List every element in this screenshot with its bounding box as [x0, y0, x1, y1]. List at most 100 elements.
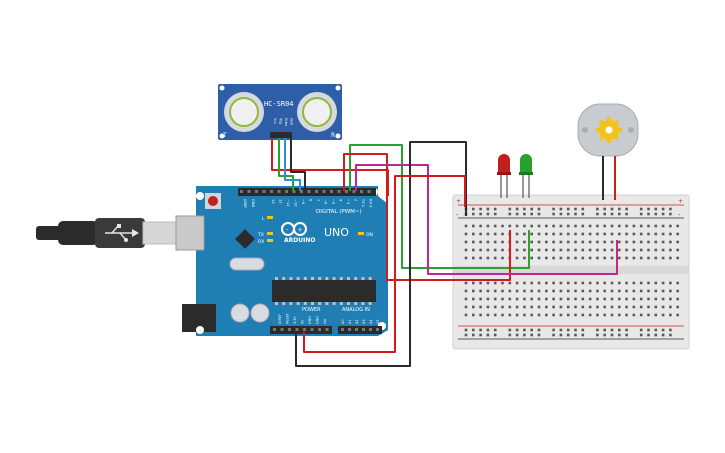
- breadboard-hole: [588, 297, 592, 301]
- breadboard-hole: [486, 305, 490, 309]
- breadboard-hole: [669, 313, 672, 317]
- header-hole: [307, 190, 311, 193]
- breadboard-hole: [515, 313, 519, 317]
- breadboard-hole: [632, 232, 636, 236]
- power-header[interactable]: [270, 326, 332, 334]
- header-hole: [348, 328, 351, 331]
- breadboard-hole: [559, 289, 563, 293]
- breadboard-hole: [559, 305, 563, 309]
- breadboard-hole: [654, 240, 658, 244]
- breadboard-hole: [661, 240, 665, 244]
- breadboard-hole: [610, 333, 614, 337]
- breadboard-hole: [464, 232, 468, 236]
- breadboard-hole: [566, 333, 570, 337]
- gear-tooth: [598, 119, 605, 126]
- breadboard-hole: [559, 224, 563, 228]
- wire-5v: [303, 175, 466, 353]
- breadboard-hole: [479, 281, 482, 285]
- arduino-uno-board[interactable]: DIGITAL (PWM~) - + ARDUINO UNO L TX RX O…: [175, 186, 388, 336]
- breadboard-hole: [508, 297, 512, 301]
- svg-text:+: +: [298, 227, 303, 234]
- breadboard-hole: [472, 224, 475, 228]
- breadboard-hole: [545, 289, 548, 293]
- l-led-label: L: [262, 216, 265, 222]
- header-hole: [303, 328, 306, 331]
- breadboard-hole: [676, 232, 679, 236]
- breadboard-hole: [661, 333, 665, 337]
- breadboard-hole: [501, 289, 504, 293]
- header-hole: [262, 190, 266, 193]
- breadboard-hole: [479, 256, 482, 260]
- breadboard-hole: [588, 240, 592, 244]
- breadboard-hole: [639, 248, 643, 252]
- digital-header[interactable]: [238, 188, 376, 196]
- arduino-logo: - +: [281, 222, 307, 236]
- breadboard-hole: [610, 240, 614, 244]
- breadboard-hole: [493, 313, 497, 317]
- breadboard-hole: [479, 289, 482, 293]
- green-led[interactable]: [519, 154, 533, 198]
- breadboard-hole: [581, 232, 585, 236]
- ic-pin: [339, 277, 343, 280]
- digital-pin-label: ~5: [331, 199, 335, 204]
- breadboard-hole: [632, 289, 636, 293]
- breadboard-hole: [647, 289, 650, 293]
- breadboard-hole: [530, 240, 533, 244]
- wires: [271, 138, 618, 367]
- breadboard-hole: [530, 289, 533, 293]
- breadboard-hole: [479, 232, 482, 236]
- breadboard-hole: [574, 313, 577, 317]
- breadboard-hole: [632, 240, 636, 244]
- receiver-mark: R: [331, 132, 335, 139]
- breadboard-hole: [566, 207, 570, 211]
- breadboard-hole: [493, 333, 497, 337]
- breadboard-hole: [639, 240, 643, 244]
- breadboard-hole: [559, 256, 563, 260]
- rail-plus-label: +: [678, 198, 683, 205]
- breadboard-hole: [625, 289, 628, 293]
- breadboard-hole: [552, 333, 555, 337]
- breadboard-hole: [486, 224, 490, 228]
- breadboard-hole: [566, 212, 570, 216]
- breadboard-hole: [581, 212, 585, 216]
- breadboard-hole: [588, 305, 592, 309]
- breadboard-hole: [472, 240, 475, 244]
- breadboard-hole: [537, 207, 541, 211]
- analog-header[interactable]: [338, 326, 382, 334]
- breadboard-hole: [537, 240, 541, 244]
- breadboard-hole: [588, 248, 592, 252]
- analog-pin-label: A4: [369, 320, 373, 324]
- receiver-transducer: [297, 92, 337, 132]
- red-led[interactable]: [497, 154, 511, 198]
- breadboard-hole: [493, 328, 497, 332]
- breadboard-hole: [639, 212, 643, 216]
- reset-button[interactable]: [205, 193, 221, 209]
- breadboard-hole: [537, 256, 541, 260]
- header-hole: [337, 190, 341, 193]
- breadboard-hole: [654, 224, 658, 228]
- atmega-chip: [272, 277, 376, 305]
- breadboard-hole: [472, 333, 475, 337]
- sensor-pin-label: Trig: [279, 117, 283, 124]
- breadboard-hole: [574, 207, 577, 211]
- capacitor: [250, 303, 270, 323]
- breadboard-hole: [530, 297, 533, 301]
- breadboard[interactable]: + + - -: [452, 194, 690, 350]
- breadboard-hole: [508, 305, 512, 309]
- header-hole: [355, 328, 358, 331]
- breadboard-hole: [669, 212, 672, 216]
- breadboard-hole: [610, 289, 614, 293]
- dc-motor[interactable]: [577, 103, 639, 200]
- breadboard-hole: [632, 305, 636, 309]
- breadboard-hole: [479, 313, 482, 317]
- sensor-pin-header[interactable]: [270, 132, 292, 138]
- breadboard-hole: [523, 313, 526, 317]
- gear-tooth: [617, 128, 622, 132]
- header-hole: [310, 328, 314, 331]
- breadboard-hole: [545, 313, 548, 317]
- breadboard-hole: [479, 333, 482, 337]
- breadboard-hole: [669, 248, 672, 252]
- breadboard-hole: [479, 240, 482, 244]
- sensor-pin-label: Gnd: [290, 118, 294, 125]
